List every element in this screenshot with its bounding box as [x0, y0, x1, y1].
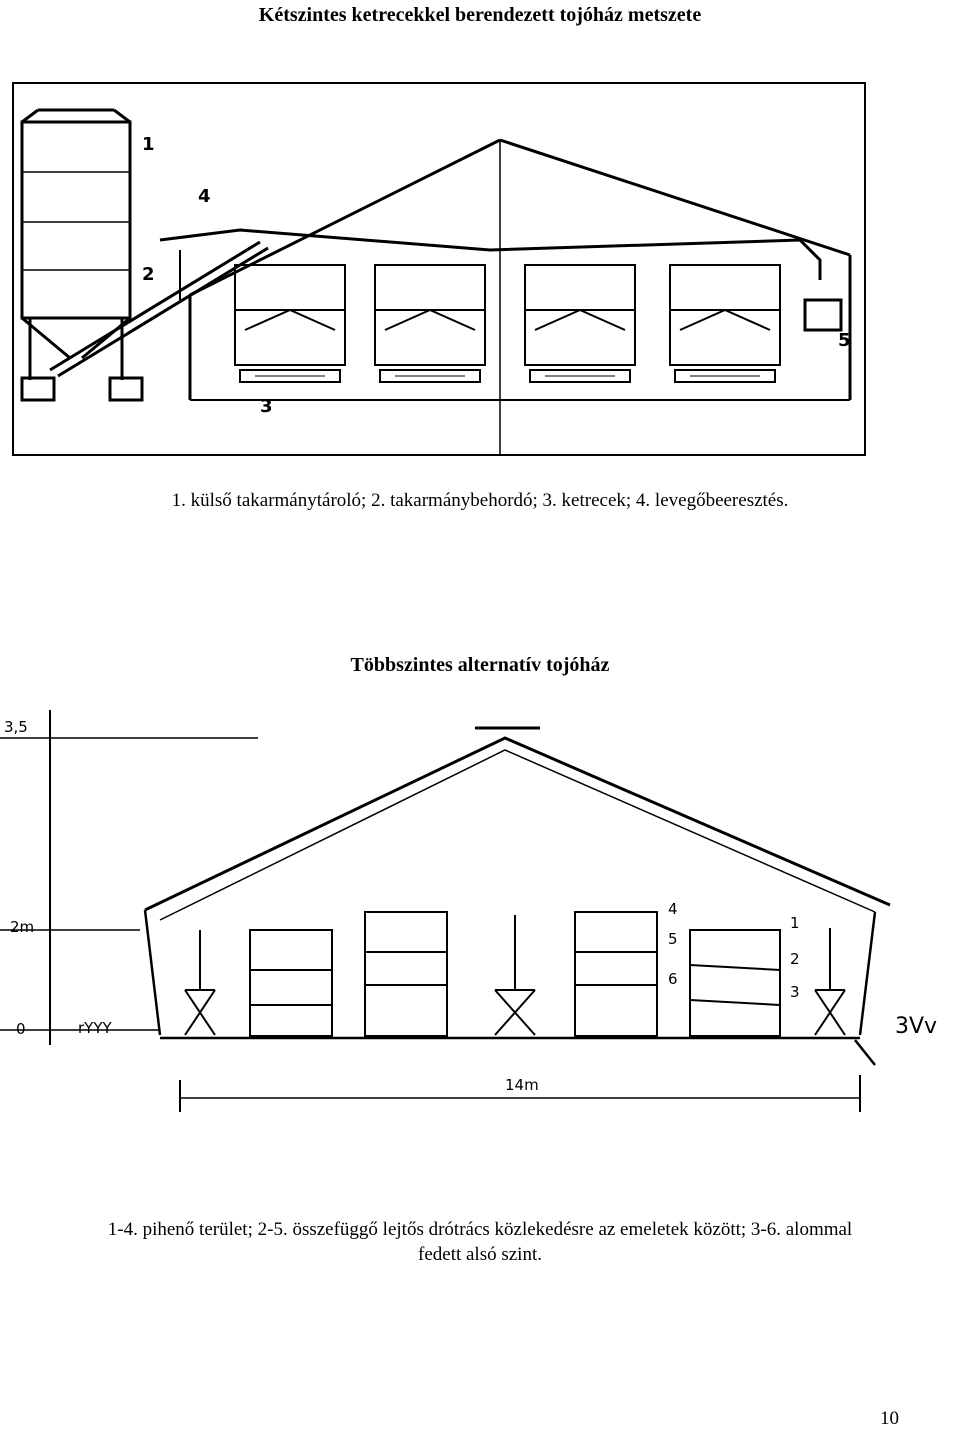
figure2-caption-line1: 1-4. pihenő terület; 2-5. összefüggő lej…: [107, 1219, 853, 1240]
marker-2: 2: [142, 264, 155, 285]
figure2-caption: 1-4. pihenő terület; 2-5. összefüggő lej…: [0, 1217, 960, 1267]
aviary-4: [689, 929, 781, 1037]
marker-1: 1: [790, 914, 800, 932]
figure2-title: Többszintes alternatív tojóház: [350, 654, 610, 676]
cage-block-3: [524, 264, 636, 383]
aviary-2: [364, 911, 448, 1037]
dim-mid: 2m: [10, 918, 34, 936]
dim-width: 14m: [505, 1076, 539, 1094]
marker-1: 1: [142, 134, 155, 155]
figure2-caption-line2: fedett alsó szint.: [418, 1244, 542, 1265]
cage-block-1: [234, 264, 346, 383]
figure1-drawing: 1 2 3 4 5: [12, 82, 866, 456]
dim-base: 0: [16, 1020, 26, 1038]
dim-top: 3,5: [4, 718, 28, 736]
silo: [20, 120, 132, 320]
marker-4: 4: [198, 186, 211, 207]
cage-group: [234, 264, 843, 383]
page-number: 10: [880, 1408, 899, 1429]
figure1-caption: 1. külső takarmánytároló; 2. takarmánybe…: [171, 490, 789, 511]
marker-3: 3: [790, 983, 800, 1001]
dim-left: rYYY: [78, 1019, 112, 1037]
aviary-3: [574, 911, 658, 1037]
marker-3: 3: [260, 396, 273, 417]
cage-block-4: [669, 264, 781, 383]
marker-5: 5: [838, 330, 851, 351]
marker-2: 2: [790, 950, 800, 968]
cage-block-2: [374, 264, 486, 383]
aviary-1: [249, 929, 333, 1037]
marker-5: 5: [668, 930, 678, 948]
figure2-drawing: 3,5 2m 0 14m 3Vv rYYY 1 2 3 4 5 6: [0, 710, 937, 1112]
marker-4: 4: [668, 900, 678, 918]
dim-right: 3Vv: [895, 1014, 937, 1039]
figure1-title: Kétszintes ketrecekkel berendezett tojóh…: [258, 4, 702, 26]
marker-6: 6: [668, 970, 678, 988]
